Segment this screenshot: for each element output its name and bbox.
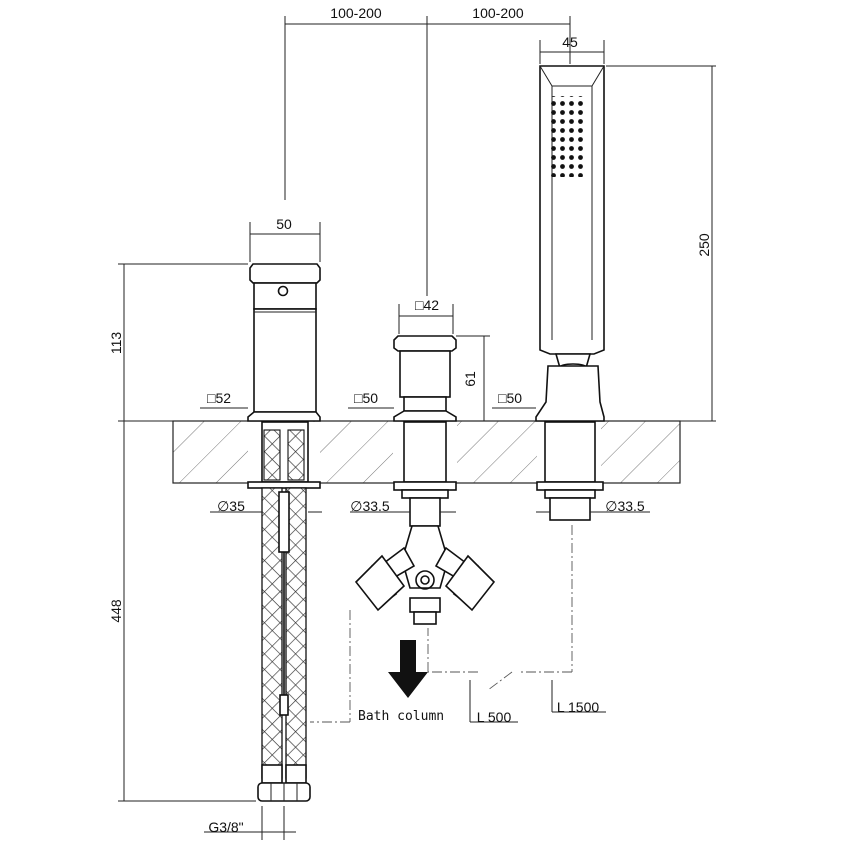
dim-handshower-width: 45 [562, 34, 578, 50]
dim-mixer-shank: ∅35 [217, 498, 245, 514]
dim-handshower-length: 250 [696, 233, 712, 257]
dim-spacing-right: 100-200 [472, 5, 524, 21]
dim-spacing-left: 100-200 [330, 5, 382, 21]
label-hose-1500: L 1500 [557, 699, 600, 715]
spray-nozzles [550, 96, 586, 177]
dim-diverter-square: □42 [415, 297, 439, 313]
dim-handshower-shank: ∅33.5 [605, 498, 645, 514]
dim-thread: G3/8" [208, 819, 243, 835]
diverter-body [354, 335, 496, 625]
dimension-lines [118, 16, 716, 840]
hose-routes [310, 525, 573, 723]
dim-diverter-height: 61 [462, 371, 478, 387]
dim-hose-length: 448 [108, 599, 124, 623]
dim-mixer-width: 50 [276, 216, 292, 232]
handshower [535, 65, 605, 521]
label-bath-column: Bath column [358, 709, 444, 724]
dim-mixer-base: □52 [207, 390, 231, 406]
label-hose-500: L 500 [477, 709, 512, 725]
flow-arrow [388, 640, 428, 698]
dim-diverter-base: □50 [354, 390, 378, 406]
dim-mixer-height: 113 [108, 332, 124, 355]
dim-diverter-shank: ∅33.5 [350, 498, 390, 514]
mixer-body [247, 263, 321, 802]
dim-handshower-base: □50 [498, 390, 522, 406]
